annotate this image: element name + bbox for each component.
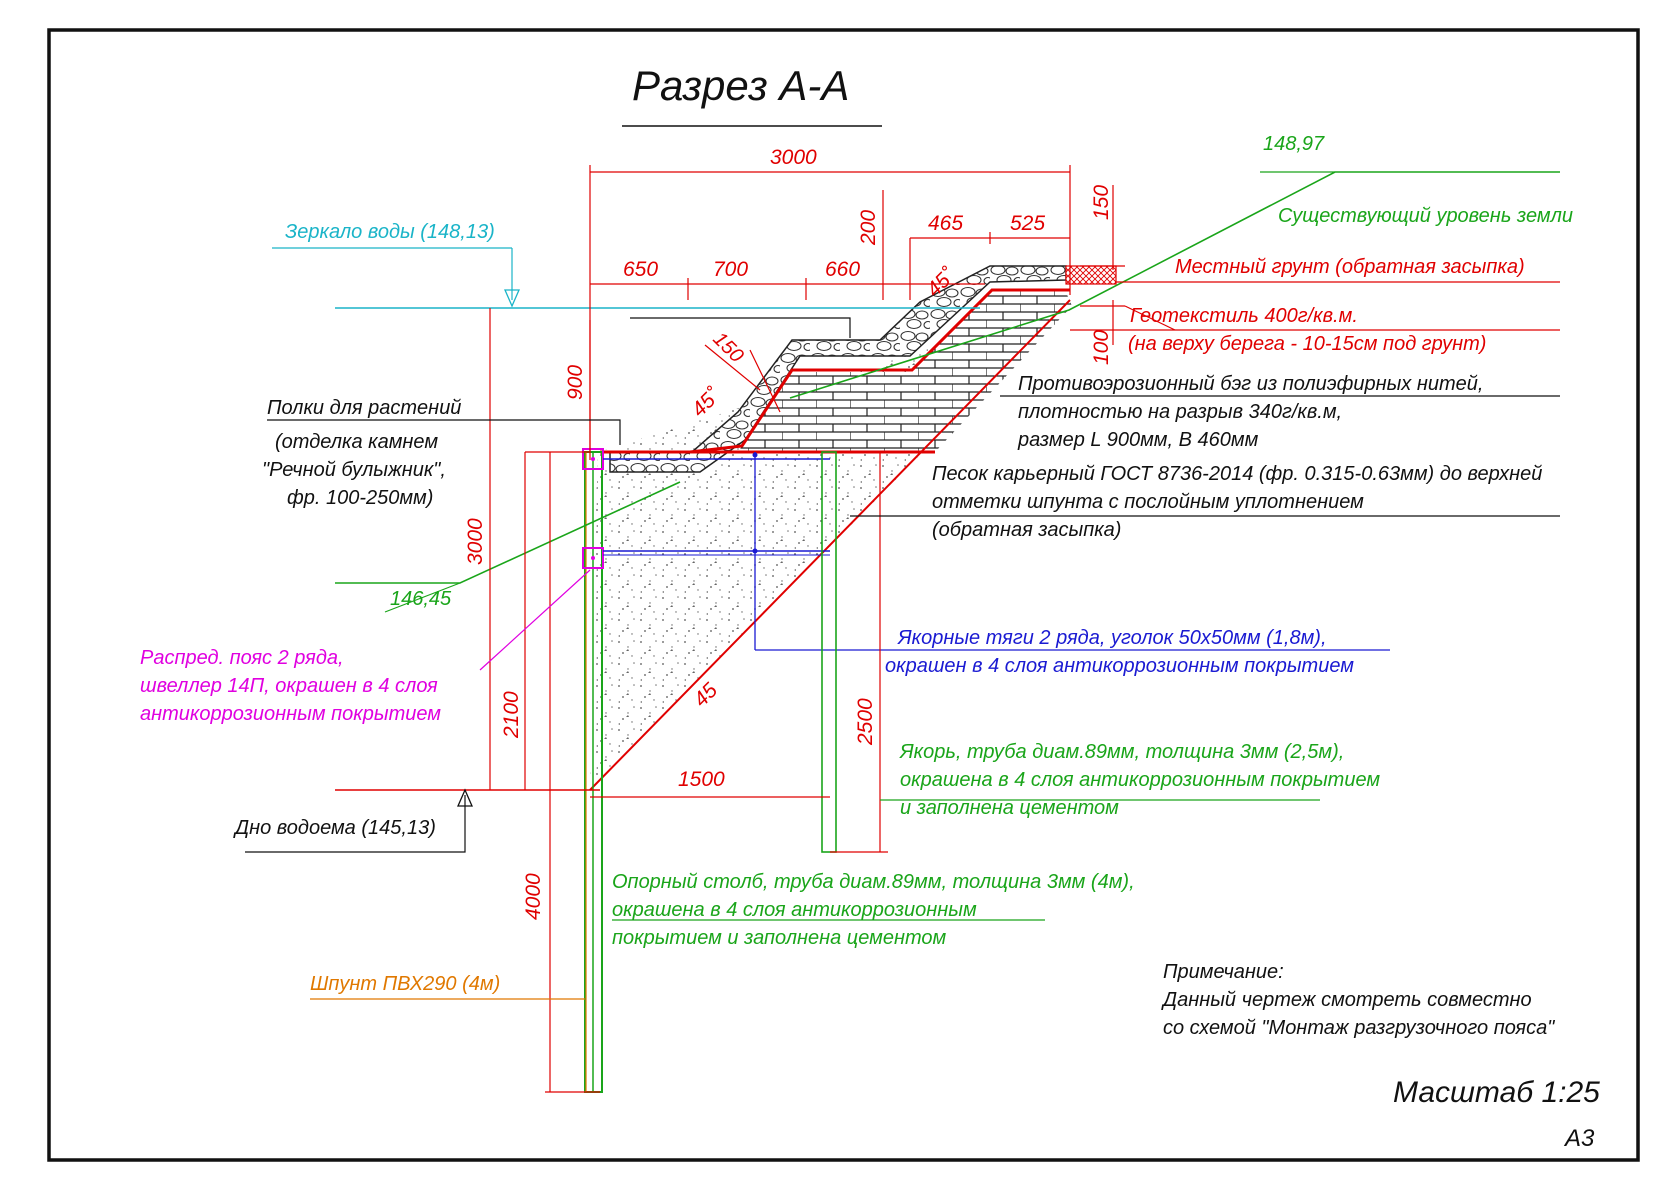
dim-700: 700 [713,258,748,281]
dimension-lines [489,165,1125,1093]
belt-label-3: антикоррозионным покрытием [140,703,441,725]
belt-lower [582,547,604,569]
post-label-2: окрашена в 4 слоя антикоррозионным [612,899,977,921]
dim-660: 660 [825,258,860,281]
dim-200: 200 [857,210,880,246]
top-level-label: 148,97 [1263,133,1325,155]
dim-3000-left: 3000 [464,518,487,565]
shelves-label-1: Полки для растений [267,397,461,419]
dim-2500: 2500 [854,698,877,746]
shelves-label-4: фр. 100-250мм) [287,487,433,509]
geotextile-label-1: Геотекстиль 400г/кв.м. [1130,305,1358,327]
local-soil-label: Местный грунт (обратная засыпка) [1175,256,1525,278]
water-level-arrow-icon [504,289,520,308]
dim-150-top: 150 [1090,185,1113,220]
shelves-label-2: (отделка камнем [275,431,438,453]
geotextile-label-2: (на верху берега - 10-15см под грунт) [1128,333,1486,355]
post-label-3: покрытием и заполнена цементом [612,927,947,949]
dim-465: 465 [928,212,963,235]
sand-label-2: отметки шпунта с послойным уплотнением [932,491,1364,513]
dim-650: 650 [623,258,658,281]
note-line-2: со схемой "Монтаж разгрузочного пояса" [1163,1017,1555,1039]
tie-label-1: Якорные тяги 2 ряда, уголок 50х50мм (1,8… [897,627,1327,649]
dim-4000: 4000 [522,873,545,920]
tie-label-2: окрашен в 4 слоя антикоррозионным покрыт… [885,655,1354,677]
dim-1500: 1500 [678,768,725,791]
erosion-bags [738,290,1072,452]
mid-level-label: 146,45 [390,588,452,610]
belt-label-2: швеллер 14П, окрашен в 4 слоя [140,675,438,697]
bottom-level-label: Дно водоема (145,13) [233,817,436,839]
bag-label-3: размер L 900мм, B 460мм [1017,429,1259,451]
sheet-size: А3 [1563,1125,1595,1152]
note-head: Примечание: [1163,961,1284,983]
section-title: Разрез А-А [632,62,849,109]
geotextile-line [689,288,1070,454]
sand-label-1: Песок карьерный ГОСТ 8736-2014 (фр. 0.31… [932,463,1542,485]
shelves-label-3: "Речной булыжник", [262,459,446,481]
sheet-pile-label: Шпунт ПВХ290 (4м) [310,973,500,995]
note-line-1: Данный чертеж смотреть совместно [1161,989,1532,1011]
dim-2100: 2100 [500,691,523,739]
anchor-label-3: и заполнена цементом [900,797,1119,819]
leader-lines [267,317,1560,517]
post-label-1: Опорный столб, труба диам.89мм, толщина … [612,871,1135,893]
bottom-level-arrow-icon [457,788,473,807]
ground-label: Существующий уровень земли [1278,205,1573,227]
sheet-frame [47,28,1640,1162]
anchor-label-1: Якорь, труба диам.89мм, толщина 3мм (2,5… [899,741,1344,763]
dim-150-slope: 150 [708,328,747,367]
anchor-pipe [821,451,837,853]
scale-label: Масштаб 1:25 [1393,1076,1600,1109]
sand-label-3: (обратная засыпка) [932,519,1121,541]
slope-line-45 [589,299,1071,791]
dim-100: 100 [1090,330,1113,365]
belt-label-1: Распред. пояс 2 ряда, [140,647,344,669]
dim-900: 900 [564,365,587,400]
dim-3000-top: 3000 [770,146,817,169]
anchor-label-2: окрашена в 4 слоя антикоррозионным покры… [900,769,1380,791]
bag-label-1: Противоэрозионный бэг из полиэфирных нит… [1018,373,1483,395]
water-level-label: Зеркало воды (148,13) [285,221,495,243]
bag-label-2: плотностью на разрыв 340г/кв.м, [1018,401,1342,423]
ground-leader [789,171,1560,399]
sand-backfill-top [590,452,720,560]
dim-525: 525 [1010,212,1045,235]
local-soil-hatch [1065,265,1117,285]
